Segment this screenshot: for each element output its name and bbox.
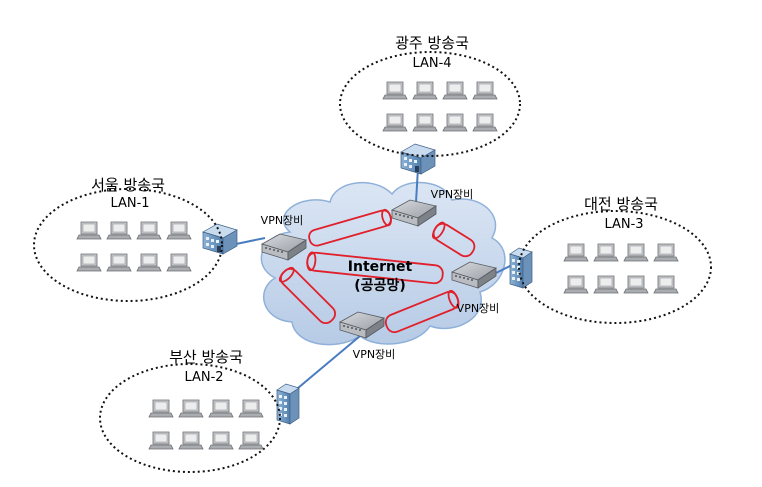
vpn-label-busan: VPN장비: [352, 348, 396, 361]
vpn-tunnel: [384, 289, 460, 334]
lan-label-4: LAN-4: [412, 56, 452, 71]
link-seoul: [235, 237, 266, 245]
internet-subtitle: (공공망): [354, 278, 406, 294]
lan-boundary: [33, 188, 223, 302]
vpn-label-gwangju: VPN장비: [430, 188, 474, 201]
lan-label-1: LAN-1: [110, 196, 150, 211]
link-daejeon: [495, 264, 513, 274]
lan-boundary: [518, 210, 712, 324]
site-title-seoul: 서울 방송국: [91, 176, 165, 194]
building-icon: [400, 143, 436, 175]
vpn-label-seoul: VPN장비: [260, 214, 304, 227]
link-busan: [297, 335, 361, 389]
internet-title: Internet: [347, 259, 413, 275]
lan-1-hosts: [76, 221, 192, 272]
vpn-tunnels: [278, 208, 476, 334]
vpn-tunnel: [306, 251, 444, 285]
vpn-tunnel: [431, 221, 476, 258]
lan-boundary: [99, 363, 281, 473]
building-icon: [202, 223, 238, 255]
link-gwangju: [415, 167, 419, 203]
lan-label-2: LAN-2: [184, 370, 224, 385]
lan-3-hosts: [563, 243, 679, 294]
vpn-tunnel: [308, 208, 392, 247]
lan-2-hosts: [148, 399, 264, 450]
internet-label: Internet (공공망): [330, 258, 430, 296]
lan-boundary: [339, 51, 521, 157]
site-title-busan: 부산 방송국: [169, 348, 243, 366]
site-title-daejeon: 대전 방송국: [584, 195, 658, 213]
vpn-label-daejeon: VPN장비: [456, 302, 500, 315]
lan-4-hosts: [382, 81, 498, 132]
site-title-gwangju: 광주 방송국: [395, 34, 469, 52]
lan-label-3: LAN-3: [604, 217, 644, 232]
